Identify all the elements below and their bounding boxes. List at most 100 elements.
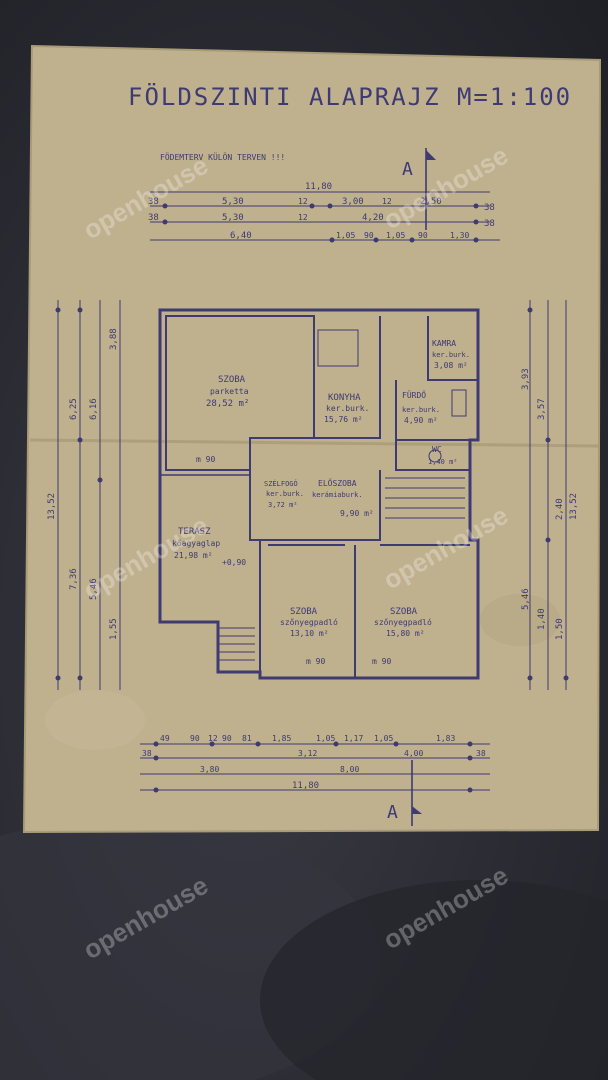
dim-label: 6,40	[230, 231, 252, 241]
section-arrow	[426, 150, 436, 160]
dimension-ticks	[55, 203, 569, 793]
dim-label: 2,50	[420, 197, 442, 207]
tick-dot	[473, 203, 479, 209]
dim-label: 2,40	[555, 498, 565, 520]
tick-dot	[409, 237, 415, 243]
dim-label: 81	[242, 734, 252, 743]
tick-dot	[327, 203, 333, 209]
tick-dot	[162, 203, 168, 209]
tick-dot	[55, 307, 61, 313]
dim-label: 13,52	[47, 493, 57, 520]
dim-label: 1,05	[386, 231, 405, 240]
room-wall	[427, 316, 478, 381]
room-area: 15,80 m²	[386, 629, 425, 638]
room-level: m 90	[196, 455, 215, 464]
room-floor: ker.burk.	[266, 490, 304, 498]
section-arrow	[412, 806, 422, 814]
terrace-steps	[218, 627, 255, 661]
tick-dot	[255, 741, 261, 747]
room-wall	[249, 470, 381, 541]
tick-dot	[527, 675, 533, 681]
tick-dot	[473, 219, 479, 225]
tick-dot	[77, 437, 83, 443]
room-name: KONYHA	[328, 393, 361, 403]
room-floor: szőnyegpadló	[280, 617, 338, 627]
side-dimension-labels: 13,52 6,25 6,16 7,36 5,46 3,88 1,55 13,5…	[47, 328, 579, 640]
bottom-dimensions	[140, 743, 490, 791]
room-name: ELŐSZOBA	[318, 478, 357, 488]
dim-label: 5,30	[222, 213, 244, 223]
bathtub	[451, 389, 467, 417]
room-level: m 90	[372, 657, 391, 666]
dim-label: 38	[476, 749, 486, 758]
dim-label: 5,30	[222, 197, 244, 207]
fixtures	[218, 329, 467, 661]
dim-label: 5,46	[89, 578, 99, 600]
dim-label: 90	[190, 734, 200, 743]
dim-label: 4,20	[362, 213, 384, 223]
room-name: FÜRDŐ	[402, 390, 426, 400]
top-dimension-labels: 11,80 38 5,30 12 3,00 12 2,50 38 38 5,30…	[148, 182, 495, 241]
room-area: 15,76 m²	[324, 415, 363, 424]
tick-dot	[467, 741, 473, 747]
room-name: WC	[432, 445, 442, 454]
dim-label: 1,05	[316, 734, 335, 743]
room-name: SZOBA	[218, 375, 246, 385]
dim-label: 11,80	[305, 182, 332, 192]
room-name: TERASZ	[178, 527, 211, 537]
bottom-dimension-labels: 49 90 12 90 81 1,85 1,05 1,17 1,05 1,83 …	[142, 734, 486, 791]
room-floor: parketta	[210, 387, 249, 396]
dim-label: 1,83	[436, 734, 455, 743]
room-area: 28,52 m²	[206, 399, 249, 409]
side-dimensions	[57, 300, 567, 690]
dim-label: 49	[160, 734, 170, 743]
tick-dot	[153, 741, 159, 747]
tick-dot	[77, 307, 83, 313]
tick-dot	[373, 237, 379, 243]
room-area: 21,98 m²	[174, 551, 213, 560]
room-level: +0,90	[222, 558, 246, 567]
fabric-shadow	[260, 880, 608, 1080]
tick-dot	[153, 787, 159, 793]
section-mark-label: A	[387, 802, 398, 823]
dim-label: 12	[298, 197, 308, 206]
dim-label: 3,12	[298, 749, 317, 758]
tick-dot	[467, 787, 473, 793]
dim-label: 1,85	[272, 734, 291, 743]
dim-label: 12	[298, 213, 308, 222]
tick-dot	[563, 675, 569, 681]
dim-label: 38	[148, 213, 159, 223]
paper-edge	[22, 44, 602, 834]
tick-dot	[545, 437, 551, 443]
dim-label: 3,93	[521, 368, 531, 390]
room-level: m 90	[306, 657, 325, 666]
room-floor: ker.burk.	[326, 404, 369, 413]
room-floor: szőnyegpadló	[374, 617, 432, 627]
floor-plan	[158, 308, 480, 680]
outer-wall	[158, 308, 480, 680]
dim-label: 1,17	[344, 734, 363, 743]
room-wall	[314, 316, 381, 439]
top-dimensions	[150, 191, 500, 241]
section-mark-label: A	[402, 159, 413, 180]
fold-line	[29, 438, 599, 448]
tick-dot	[55, 675, 61, 681]
room-wall	[395, 440, 470, 471]
room-floor: kerámiaburk.	[312, 491, 363, 499]
room-area: 4,90 m²	[404, 416, 438, 425]
room-area: 3,72 m²	[268, 501, 298, 509]
dim-label: 90	[418, 231, 428, 240]
room-name: SZOBA	[290, 607, 318, 617]
tick-dot	[545, 537, 551, 543]
tick-dot	[97, 477, 103, 483]
sheet-title: FÖLDSZINTI ALAPRAJZ M=1:100	[128, 82, 572, 111]
dim-label: 1,55	[109, 618, 119, 640]
section-mark-top: A	[402, 148, 436, 230]
room-labels: SZOBA parketta 28,52 m² m 90 KONYHA ker.…	[172, 339, 470, 666]
wc-fixture	[428, 449, 442, 463]
tick-dot	[162, 219, 168, 225]
dim-label: 1,50	[555, 618, 565, 640]
room-name: SZOBA	[390, 607, 418, 617]
room-floor: ker.burk.	[402, 406, 440, 414]
room-area: 3,08 m²	[434, 361, 468, 370]
